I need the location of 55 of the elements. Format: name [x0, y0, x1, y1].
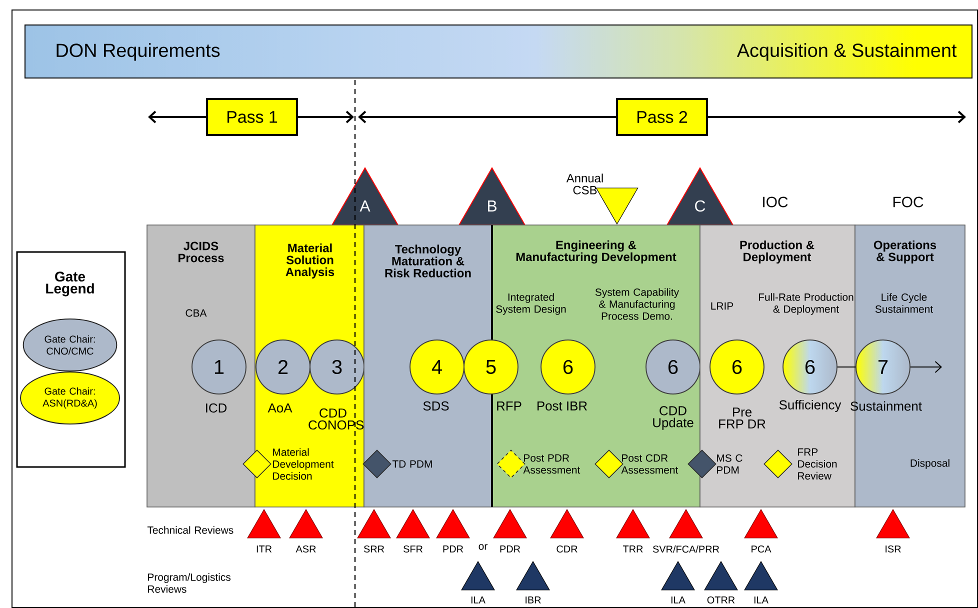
node-label: ILA — [754, 596, 768, 604]
node-label: Annual CSB — [566, 174, 603, 194]
node-label: Disposal — [910, 459, 950, 469]
label: Technical Reviews — [147, 526, 234, 534]
pass-box: Pass 2 — [616, 98, 708, 136]
node-label: Post IBR — [538, 401, 587, 410]
banner: DON Requirements Acquisition & Sustainment — [24, 24, 972, 78]
node-label: SRR — [364, 545, 384, 553]
connector-line — [837, 366, 856, 368]
arrow — [708, 110, 966, 124]
arrow — [910, 361, 942, 373]
node-label: SDS — [423, 401, 449, 411]
node-label: Material Development Decision — [273, 448, 334, 480]
pass-box: Pass 1 — [206, 98, 298, 136]
node-label: JCIDS Process — [178, 242, 224, 262]
node-label: OTRR — [707, 596, 735, 604]
node-label: CBA — [186, 309, 207, 317]
node-label: PDR — [443, 546, 464, 552]
arrow — [298, 110, 354, 124]
node-label: Pre FRP DR — [719, 408, 766, 428]
node-label: Production & Deployment — [740, 240, 814, 264]
node-label: CDD CONOPS — [308, 408, 364, 430]
node-label: Post CDR Assessment — [621, 454, 678, 474]
node-label: CDD Update — [653, 406, 694, 430]
node-label: AoA — [268, 403, 292, 412]
node-label: Life Cycle Sustainment — [875, 293, 933, 313]
node-label: ILA — [671, 596, 686, 604]
node-label: CDR — [556, 545, 578, 553]
node-label: IBR — [526, 596, 541, 604]
node-label: FRP Decision Review — [798, 448, 837, 480]
node-label: LRIP — [711, 302, 734, 310]
node-label: Full-Rate Production & Deployment — [758, 293, 854, 315]
node-label: PCA — [752, 545, 772, 553]
node-label: ISR — [886, 545, 901, 553]
node-label: Sustainment — [850, 401, 922, 411]
arrow — [358, 110, 616, 124]
node-label: SVR/FCA/PRR — [652, 545, 720, 553]
node-label: MS C PDM — [717, 454, 742, 474]
node-label: RFP — [497, 402, 522, 410]
node-label: ASR — [296, 545, 316, 553]
node-label: TD PDM — [392, 460, 432, 468]
node-label: Sufficiency — [779, 400, 842, 412]
node-label: ICD — [206, 403, 227, 413]
label: or — [478, 544, 488, 550]
node-label: SFR — [404, 545, 422, 553]
node-label: Post PDR Assessment — [523, 454, 580, 474]
node-label: TRR — [622, 546, 643, 552]
label: FOC — [893, 196, 924, 208]
node-label: Operations & Support — [874, 240, 936, 264]
arrow — [148, 110, 206, 124]
label: IOC — [763, 196, 788, 208]
node-label: PDR — [500, 546, 520, 552]
label: Program/Logistics Reviews — [148, 573, 231, 593]
node-label: ILA — [471, 596, 486, 604]
node-label: ITR — [256, 546, 272, 552]
